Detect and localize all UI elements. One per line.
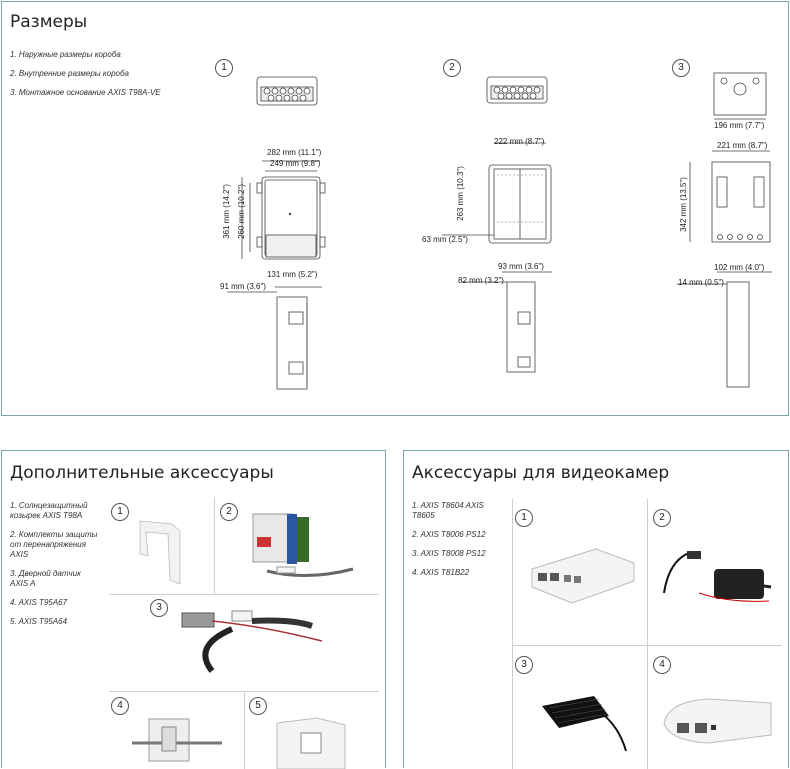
inner-box-drawing [442, 76, 552, 373]
divider [512, 499, 513, 769]
fig2-h-small: 263 mm (10.3") [455, 166, 465, 221]
outer-box-drawing [227, 76, 326, 390]
fig1-side: 91 mm (3.6") [220, 282, 266, 291]
camera-accessories-panel: Аксессуары для видеокамер 1. AXIS T8604 … [403, 450, 789, 769]
mount-base-drawing [677, 72, 772, 388]
sun-shield-image [139, 520, 181, 585]
legend-item-3: 3. Монтажное основание AXIS T98A-VE [10, 88, 161, 97]
accessory-number-1: 1 [111, 503, 129, 521]
legend-item-1: 1. Наружные размеры короба [10, 50, 121, 59]
dimensions-panel: Размеры 1. Наружные размеры короба 2. Вн… [1, 1, 789, 416]
figure-number-2: 2 [443, 59, 461, 77]
fig1-depth: 131 mm (5.2") [267, 270, 318, 279]
ethernet-extender-image [663, 698, 772, 744]
accessories-legend: 1. Солнцезащитный козырек AXIS T98A 2. К… [10, 501, 100, 636]
camera-accessory-item-1: 1. AXIS T8604 AXIS T8605 [412, 501, 484, 520]
figure-number-1: 1 [215, 59, 233, 77]
fig2-offset: 63 mm (2.5") [422, 235, 468, 244]
corner-mount-image [276, 717, 346, 769]
accessory-number-5: 5 [249, 697, 267, 715]
fig1-h-inner: 260 mm (10.2") [236, 184, 246, 239]
fig1-w-outer: 282 mm (11.1") [267, 148, 322, 157]
figure-number-3: 3 [672, 59, 690, 77]
power-supply-image [663, 551, 772, 602]
accessory-number-2: 2 [220, 503, 238, 521]
fig2-side: 82 mm (3.2") [458, 276, 504, 285]
fig3-top-width: 196 mm (7.7") [714, 121, 765, 130]
media-converter-image [531, 548, 635, 604]
fig3-side: 14 mm (0.5") [678, 278, 724, 287]
fig3-depth: 102 mm (4.0") [714, 263, 765, 272]
camera-accessory-number-2: 2 [653, 509, 671, 527]
camera-accessory-number-4: 4 [653, 656, 671, 674]
dimensions-legend: 1. Наружные размеры короба 2. Внутренние… [10, 50, 200, 107]
accessory-number-4: 4 [111, 697, 129, 715]
door-sensor-image [181, 610, 323, 673]
camera-accessory-item-4: 4. AXIS T81B22 [412, 568, 470, 577]
accessory-item-2: 2. Комплекты защиты от перенапряжения AX… [10, 530, 98, 559]
fig3-height: 342 mm (13.5") [678, 177, 688, 232]
dimensions-title: Размеры [10, 12, 88, 32]
accessory-number-3: 3 [150, 599, 168, 617]
accessories-panel: Дополнительные аксессуары 1. Солнцезащит… [1, 450, 386, 769]
divider [244, 691, 245, 769]
divider [214, 497, 215, 594]
fig2-width: 222 mm (8.7") [494, 137, 545, 146]
divider [109, 594, 379, 595]
accessory-item-1: 1. Солнцезащитный козырек AXIS T98A [10, 501, 88, 520]
camera-accessory-item-3: 3. AXIS T8008 PS12 [412, 549, 486, 558]
accessory-item-4: 4. AXIS T95A67 [10, 598, 68, 607]
heatsink-module-image [542, 696, 627, 752]
accessory-item-3: 3. Дверной датчик AXIS A [10, 569, 81, 588]
camera-accessory-item-2: 2. AXIS T8006 PS12 [412, 530, 486, 539]
fig3-width: 221 mm (8.7") [717, 141, 768, 150]
fig2-depth: 93 mm (3.6") [498, 262, 544, 271]
fig1-w-inner: 249 mm (9.8") [270, 159, 321, 168]
pole-mount-image [132, 718, 222, 762]
fig1-h-outer: 361 mm (14.2") [221, 184, 231, 239]
divider [512, 645, 782, 646]
camera-accessories-title: Аксессуары для видеокамер [412, 463, 670, 483]
camera-accessories-legend: 1. AXIS T8604 AXIS T8605 2. AXIS T8006 P… [412, 501, 507, 587]
surge-protection-image [252, 513, 354, 577]
accessories-title: Дополнительные аксессуары [10, 463, 274, 483]
camera-accessory-number-3: 3 [515, 656, 533, 674]
camera-accessory-number-1: 1 [515, 509, 533, 527]
divider [647, 499, 648, 769]
legend-item-2: 2. Внутренние размеры короба [10, 69, 129, 78]
accessory-item-5: 5. AXIS T95A64 [10, 617, 68, 626]
